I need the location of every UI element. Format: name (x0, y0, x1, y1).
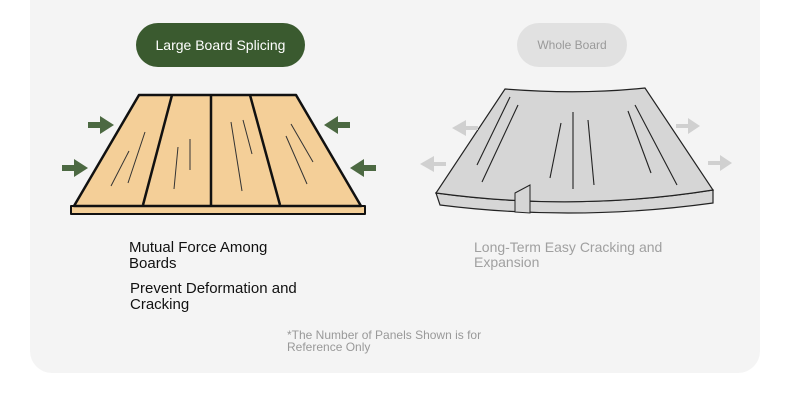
spliced-board-illustration (62, 93, 376, 215)
outward-arrow-icons (420, 118, 732, 172)
benefit-prevent-deformation: Prevent Deformation and Cracking (130, 280, 297, 313)
benefit-mutual-force: Mutual Force Among Boards (129, 239, 268, 272)
whole-board-illustration (420, 87, 732, 214)
tab-label: Whole Board (537, 38, 607, 52)
drawback-cracking: Long-Term Easy Cracking and Expansion (474, 239, 663, 270)
tab-whole-board[interactable]: Whole Board (517, 23, 627, 67)
tab-label: Large Board Splicing (155, 37, 286, 53)
reference-note: *The Number of Panels Shown is for Refer… (287, 328, 482, 354)
inward-arrow-icons (62, 116, 376, 177)
tab-large-board-splicing[interactable]: Large Board Splicing (136, 23, 305, 67)
